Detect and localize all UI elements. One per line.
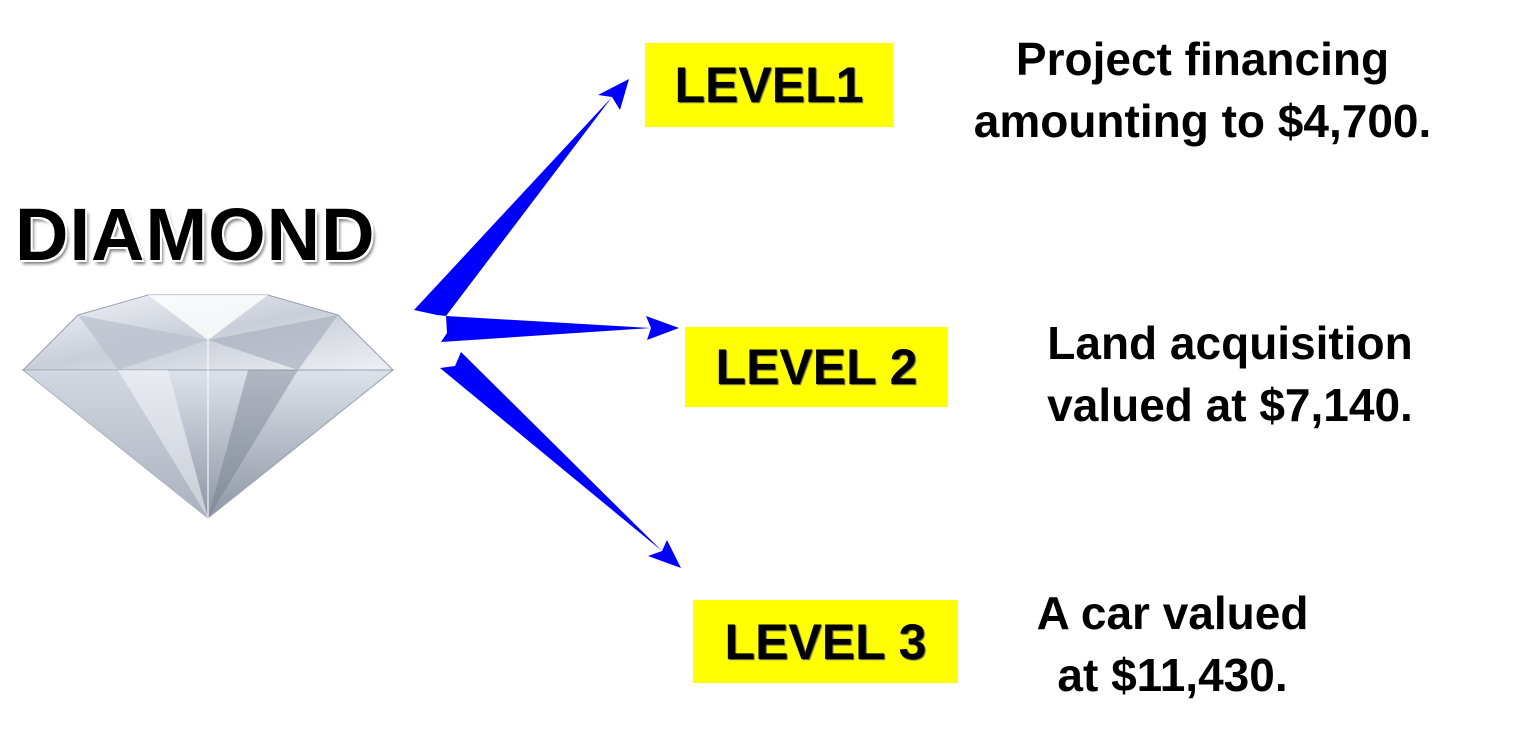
- level-3-label: LEVEL 3: [693, 600, 958, 683]
- level-3-line-1: A car valued: [1036, 587, 1309, 639]
- level-2-line-2: valued at $7,140.: [1047, 379, 1413, 431]
- level-1-label: LEVEL1: [645, 43, 893, 127]
- diamond-title: DIAMOND: [15, 193, 376, 276]
- level-3-line-2: at $11,430.: [1057, 649, 1288, 701]
- arrow-to-level-1: [414, 79, 629, 316]
- arrow-to-level-3: [440, 352, 681, 568]
- diamond-image: [21, 294, 395, 519]
- level-1-line-2: amounting to $4,700.: [973, 95, 1432, 147]
- level-3-description: A car valued at $11,430.: [970, 582, 1375, 706]
- level-1-description: Project financing amounting to $4,700.: [900, 28, 1505, 152]
- arrow-to-level-2: [441, 316, 679, 342]
- level-1-line-1: Project financing: [1015, 33, 1390, 85]
- level-2-line-1: Land acquisition: [1047, 317, 1413, 369]
- level-2-label: LEVEL 2: [685, 327, 948, 407]
- level-2-description: Land acquisition valued at $7,140.: [980, 312, 1480, 436]
